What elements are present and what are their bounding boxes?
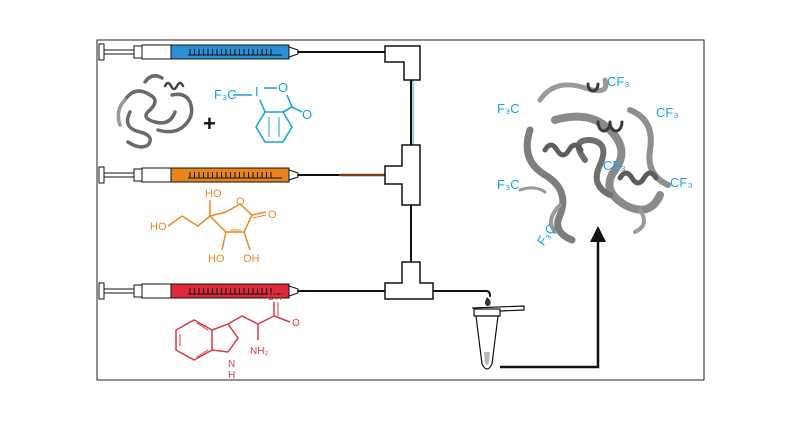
product-cf3-label-3: CF₃ bbox=[603, 158, 626, 173]
tryptophan-nh2-label: NH₂ bbox=[250, 346, 268, 357]
ascorbate-structure bbox=[167, 200, 267, 251]
syringe-icon-orange bbox=[98, 166, 299, 184]
ascorbate-ho-top: HO bbox=[205, 188, 222, 200]
tryptophan-n-label: N bbox=[228, 359, 235, 370]
product-cf3-label-2: CF₃ bbox=[656, 105, 679, 120]
togni-reagent-structure bbox=[233, 87, 303, 143]
ascorbate-ho-left: HO bbox=[150, 221, 167, 233]
product-f3c-label-2: F₃C bbox=[497, 177, 520, 192]
ascorbate-ho-bottom: HO bbox=[208, 253, 225, 265]
plus-sign: + bbox=[203, 111, 216, 136]
ascorbate-o-carbonyl: O bbox=[268, 209, 277, 221]
product-f3c-label-1: F₃C bbox=[497, 101, 520, 116]
togni-oxygen-carbonyl-label: O bbox=[302, 107, 312, 122]
ascorbate-oh-bottom: OH bbox=[243, 253, 260, 265]
tryptophan-structure bbox=[175, 302, 291, 361]
togni-oxygen-ring-label: O bbox=[278, 80, 288, 95]
frame-border bbox=[96, 39, 705, 381]
tryptophan-o-label: O bbox=[292, 318, 300, 329]
syringe-icon-blue bbox=[98, 43, 299, 61]
togni-cf3-label: F₃C bbox=[214, 87, 237, 102]
protein-ribbon-icon-product bbox=[518, 77, 671, 244]
ascorbate-o-ring: O bbox=[236, 196, 245, 208]
mixer-junction-icon-bottom bbox=[384, 261, 434, 300]
mixer-junction-icon-top bbox=[384, 45, 421, 81]
mixer-junction-icon-middle bbox=[384, 144, 421, 206]
tryptophan-h-label: H bbox=[228, 370, 235, 381]
tryptophan-oh-label: OH bbox=[267, 292, 282, 303]
syringe-icon-red bbox=[98, 282, 299, 300]
microtube-icon bbox=[471, 305, 525, 370]
product-cf3-label-1: CF₃ bbox=[607, 74, 630, 89]
product-cf3-label-4: CF₃ bbox=[670, 175, 693, 190]
arrow-up-icon bbox=[500, 238, 600, 369]
togni-iodine-label: I bbox=[255, 84, 259, 99]
droplet-icon bbox=[485, 297, 491, 306]
protein-ribbon-icon-small bbox=[116, 74, 194, 149]
